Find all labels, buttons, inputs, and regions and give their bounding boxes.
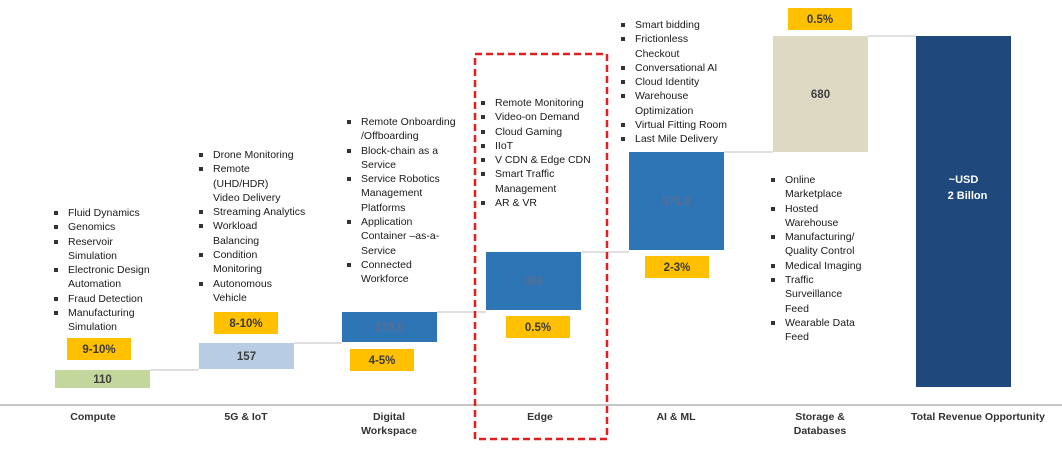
bullet-item: AR & VR [479, 196, 591, 210]
percent-badge-digital-workspace [350, 349, 414, 371]
edge-highlight-box [473, 52, 609, 441]
bullet-item: Smart bidding [619, 18, 727, 32]
bullet-item: Cloud Gaming [479, 125, 591, 139]
percent-badge-ai-ml [645, 256, 709, 278]
bar-compute [55, 370, 150, 388]
percent-badge-5g-iot [214, 312, 278, 334]
value-label-ai-ml: 571.8 [662, 196, 691, 208]
bullet-item: Fraud Detection [52, 292, 150, 306]
bar-ai-ml [629, 152, 724, 250]
bullet-item: Fluid Dynamics [52, 206, 150, 220]
value-label-5g-iot: 157 [237, 351, 256, 363]
percent-badge-storage-databases [788, 8, 852, 30]
percent-label-compute: 9-10% [82, 344, 115, 356]
bullet-item: Manufacturing/Quality Control [769, 230, 861, 259]
bullet-item: Medical Imaging [769, 259, 861, 273]
bar-digital-workspace [342, 312, 437, 342]
x-label-total-revenue-opportunity: Total Revenue Opportunity [911, 411, 1045, 423]
percent-badge-compute [67, 338, 131, 360]
x-label-5g-iot: 5G & IoT [224, 411, 268, 423]
bullet-item: V CDN & Edge CDN [479, 153, 591, 167]
percent-label-5g-iot: 8-10% [229, 318, 262, 330]
bullet-item: Remote Monitoring [479, 96, 591, 110]
bar-5g-iot [199, 343, 294, 369]
value-label-compute: 110 [93, 374, 112, 386]
bullet-item: Conversational AI [619, 61, 727, 75]
bullet-item: Remote Onboarding/Offboarding [345, 115, 456, 144]
bullet-item: IIoT [479, 139, 591, 153]
value-label-digital-workspace: 178.5 [375, 322, 404, 334]
value-label-storage-databases: 680 [811, 89, 830, 101]
connector-lines [150, 35, 916, 371]
percent-label-ai-ml: 2-3% [664, 262, 691, 274]
bullet-item: Virtual Fitting Room [619, 118, 727, 132]
x-label-edge: Edge [527, 411, 553, 423]
percent-label-digital-workspace: 4-5% [369, 355, 396, 367]
percent-label-edge: 0.5% [525, 322, 551, 334]
x-label-compute: Compute [70, 411, 116, 423]
bar-total-revenue-opportunity [916, 36, 1011, 387]
percent-badges: 9-10% 8-10% 4-5% 0.5% 2-3% 0.5% [67, 8, 852, 371]
percent-label-storage-databases: 0.5% [807, 14, 833, 26]
value-label-edge: 350 [524, 276, 543, 288]
x-label-ai-ml: AI & ML [656, 411, 696, 423]
percent-badge-edge [506, 316, 570, 338]
bullet-item: Genomics [52, 220, 150, 234]
bullet-item: Cloud Identity [619, 75, 727, 89]
bullet-item: Drone Monitoring [197, 148, 305, 162]
bullet-item: Video-on Demand [479, 110, 591, 124]
x-label-storage-databases: Storage &Databases [794, 411, 847, 437]
bar-storage-databases [773, 36, 868, 152]
bar-edge [486, 252, 581, 310]
bullet-item: Remote(UHD/HDR)Video Delivery [197, 162, 305, 205]
bullet-item: Streaming Analytics [197, 205, 305, 219]
bullet-item: Last Mile Delivery [619, 132, 727, 146]
